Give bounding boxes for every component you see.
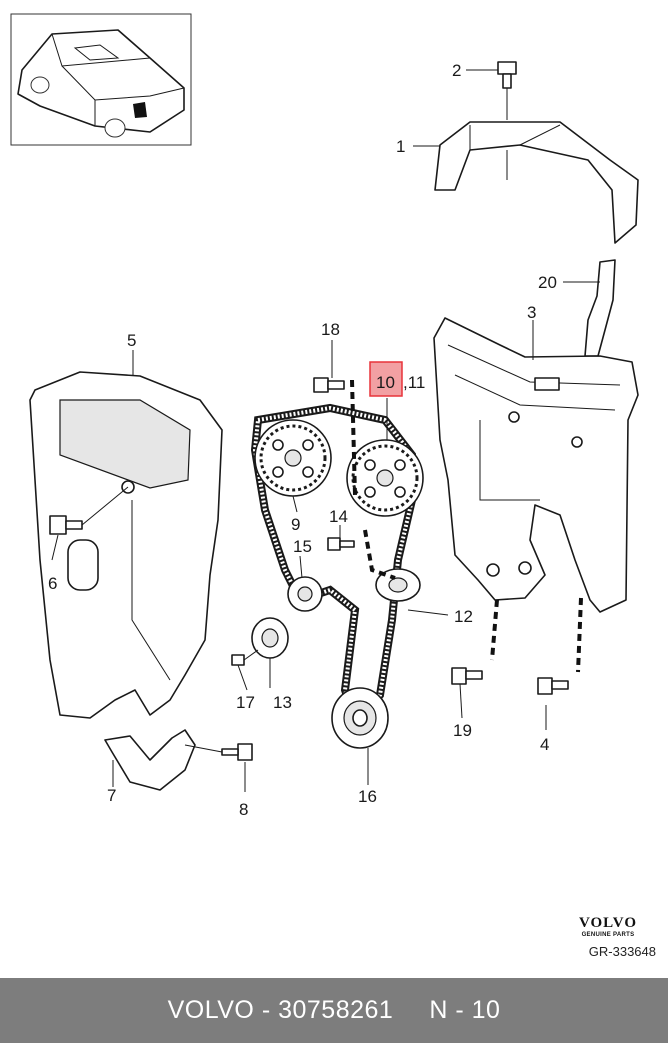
callout-9: 9 (291, 515, 300, 534)
callout-7: 7 (107, 786, 116, 805)
part-18-bolt (313, 377, 345, 393)
callout-19: 19 (453, 721, 472, 740)
brand-badge: VOLVO GENUINE PARTS (560, 916, 656, 939)
part-2-bolt (497, 61, 517, 120)
callout-1: 1 (396, 137, 405, 156)
footer-position-code: N - 10 (429, 996, 501, 1024)
part-20-bracket (584, 259, 616, 357)
callout-11: ,11 (403, 373, 425, 392)
callout-16: 16 (358, 787, 377, 806)
callout-12: 12 (454, 607, 473, 626)
part-3-rear-timing-cover (433, 317, 639, 613)
callout-17: 17 (236, 693, 255, 712)
highlight-box-part-10 (369, 361, 403, 397)
part-14-bolt (327, 537, 355, 551)
part-6-bolt (49, 486, 129, 535)
footer-text: VOLVO - 30758261 N - 10 (0, 978, 668, 1043)
footer-part-number: VOLVO - 30758261 (167, 996, 394, 1024)
callout-labels: 1 2 3 4 5 6 7 8 9 10 ,11 12 13 14 15 16 … (48, 61, 557, 819)
exploded-parts-diagram: 1 2 3 4 5 6 7 8 9 10 ,11 12 13 14 15 16 … (10, 13, 639, 819)
callout-3: 3 (527, 303, 536, 322)
callout-2: 2 (452, 61, 461, 80)
leader-lines (51, 69, 600, 792)
part-7-lower-cover (104, 729, 196, 791)
callout-15: 15 (293, 537, 312, 556)
callout-6: 6 (48, 574, 57, 593)
callout-14: 14 (329, 507, 348, 526)
part-16-crankshaft-gear (331, 687, 389, 749)
callout-20: 20 (538, 273, 557, 292)
part-8-bolt (184, 743, 253, 761)
camshaft-gear-left (254, 419, 332, 497)
callout-18: 18 (321, 320, 340, 339)
part-19-bolt (451, 667, 483, 685)
callout-10: 10 (376, 373, 395, 392)
part-5-front-timing-cover (29, 371, 223, 719)
part-15-idler-pulley (287, 576, 323, 612)
part-4-bolt (537, 677, 569, 695)
callout-8: 8 (239, 800, 248, 819)
part-17-bolt (231, 649, 259, 666)
alignment-dash-lines (350, 379, 583, 673)
part-12-tensioner (375, 568, 449, 616)
part-13-pulley (251, 617, 289, 659)
callout-13: 13 (273, 693, 292, 712)
genuine-parts-label: GENUINE PARTS (581, 932, 635, 938)
car-location-thumbnail (10, 13, 192, 146)
footer-bar: VOLVO - 30758261 N - 10 (0, 978, 668, 1043)
part-1-upper-timing-cover (434, 121, 639, 244)
volvo-logo: VOLVO (578, 915, 638, 931)
camshaft-gear-right (346, 439, 424, 517)
callout-4: 4 (540, 735, 549, 754)
callout-5: 5 (127, 331, 136, 350)
diagram-reference-code: GR-333648 (588, 944, 656, 959)
